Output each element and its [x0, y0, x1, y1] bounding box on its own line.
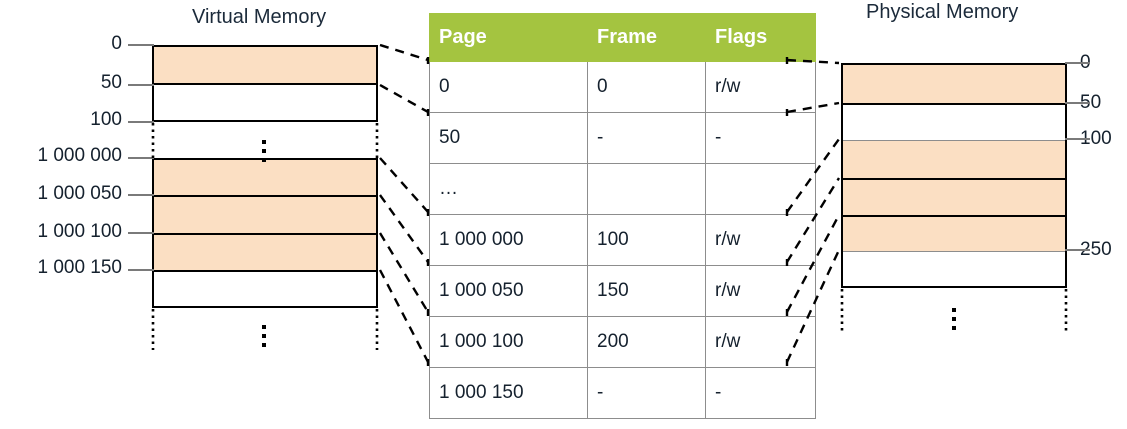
- vm-gap-ellipsis-icon: [262, 140, 266, 167]
- table-row: 1 000 000 100 r/w: [429, 214, 816, 266]
- pm-region-50: [843, 105, 1065, 141]
- cell-flags: -: [705, 367, 816, 419]
- cell-flags: r/w: [705, 61, 816, 113]
- connector-vm-1000000-to-row-3: [379, 157, 429, 213]
- cell-frame: 100: [587, 214, 706, 266]
- vm-address-label-1000100: 1 000 100: [37, 221, 122, 242]
- vm-region-1000000: [154, 160, 376, 197]
- cell-page: 50: [429, 112, 588, 164]
- page-table-header-flags: Flags: [705, 13, 816, 62]
- cell-flags: -: [705, 112, 816, 164]
- connector-vm-1000150-to-row-6: [378, 269, 430, 363]
- connector-row-0-to-pm-0: [786, 58, 840, 65]
- cell-frame: [587, 163, 706, 215]
- vm-address-label-1000050: 1 000 050: [37, 183, 122, 204]
- table-edge-ticks: [426, 57, 789, 366]
- pm-region-200: [843, 217, 1065, 252]
- table-row: 1 000 100 200 r/w: [429, 316, 816, 368]
- table-row: …: [429, 163, 816, 215]
- cell-page: 0: [429, 61, 588, 113]
- page-table-header-page: Page: [429, 13, 588, 62]
- vm-leader-lines: [128, 44, 154, 271]
- connector-vm-50-to-row-1: [379, 83, 429, 114]
- vm-block-upper: [152, 45, 378, 122]
- connector-row-4-to-pm-150: [785, 177, 841, 263]
- vm-to-table-connectors: [378, 43, 430, 363]
- page-table: Page Frame Flags 0 0 r/w 50 - - … 1: [429, 13, 816, 419]
- pm-tail-ellipsis-icon: [952, 308, 956, 335]
- table-to-pm-connectors: [785, 58, 841, 363]
- cell-frame: -: [587, 112, 706, 164]
- vm-region-50: [154, 85, 376, 120]
- cell-frame: -: [587, 367, 706, 419]
- cell-page: 1 000 000: [429, 214, 588, 266]
- table-row: 0 0 r/w: [429, 61, 816, 113]
- vm-address-label-1000150: 1 000 150: [37, 257, 122, 278]
- pm-block: [841, 63, 1067, 288]
- vm-dotted-edges: [151, 123, 379, 350]
- connector-row-1-to-pm-50: [786, 101, 840, 114]
- vm-region-1000050: [154, 197, 376, 235]
- virtual-memory-title: Virtual Memory: [192, 6, 327, 28]
- pm-region-100: [843, 141, 1065, 180]
- pm-address-label-100: 100: [1080, 128, 1112, 149]
- vm-address-label-100: 100: [90, 109, 122, 130]
- pm-dotted-edges: [840, 289, 1068, 332]
- connector-row-6-to-pm-250: [785, 249, 841, 363]
- connector-vm-0-to-row-0: [379, 43, 429, 62]
- pm-region-0: [843, 65, 1065, 105]
- table-row: 50 - -: [429, 112, 816, 164]
- pm-address-label-50: 50: [1080, 92, 1102, 113]
- cell-page: 1 000 150: [429, 367, 588, 419]
- vm-tail-ellipsis-icon: [262, 325, 266, 352]
- table-row: 1 000 150 - -: [429, 367, 816, 419]
- vm-address-label-50: 50: [100, 72, 122, 93]
- pm-address-label-250: 250: [1080, 239, 1112, 260]
- page-table-header-frame: Frame: [587, 13, 706, 62]
- vm-region-1000100: [154, 235, 376, 272]
- connector-vm-1000050-to-row-4: [379, 194, 429, 263]
- connector-row-3-to-pm-100: [786, 138, 840, 213]
- cell-page: …: [429, 163, 588, 215]
- pm-region-150: [843, 180, 1065, 217]
- vm-region-0: [154, 47, 376, 85]
- vm-region-1000150: [154, 272, 376, 306]
- pm-region-250: [843, 252, 1065, 286]
- vm-block-lower: [152, 158, 378, 308]
- cell-page: 1 000 100: [429, 316, 588, 368]
- pm-leader-lines: [1065, 62, 1090, 251]
- connector-vm-1000100-to-row-5: [378, 232, 430, 313]
- connector-row-5-to-pm-200: [785, 214, 841, 313]
- cell-frame: 200: [587, 316, 706, 368]
- page-table-header-row: Page Frame Flags: [429, 13, 816, 62]
- vm-address-label-0: 0: [111, 33, 122, 54]
- physical-memory-title: Physical Memory: [866, 1, 1019, 23]
- vm-address-label-1000000: 1 000 000: [37, 145, 122, 166]
